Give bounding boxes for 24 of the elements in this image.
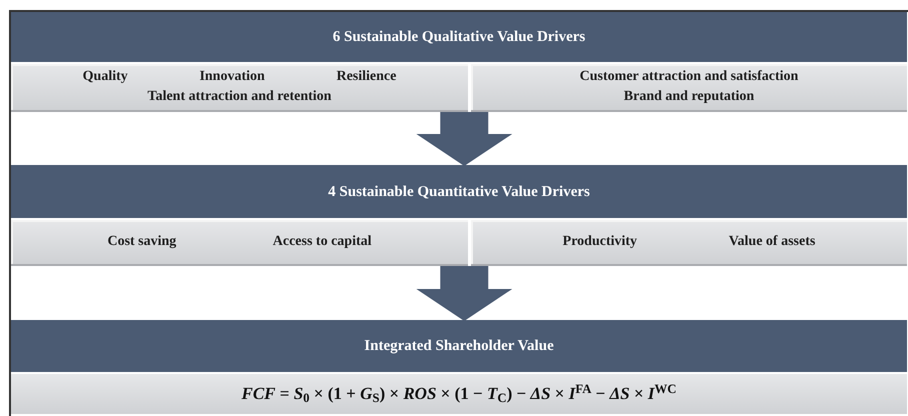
band-title: Integrated Shareholder Value	[364, 337, 554, 356]
driver-label: Productivity	[562, 233, 638, 251]
driver-label: Customer attraction and satisfaction	[580, 68, 798, 86]
driver-label: Resilience	[336, 68, 396, 86]
block-arrow	[416, 266, 512, 321]
driver-label: Brand and reputation	[624, 88, 754, 106]
block-arrow	[416, 112, 512, 166]
header-band	[11, 12, 907, 62]
header-band	[11, 165, 907, 218]
driver-label: Value of assets	[728, 233, 816, 251]
driver-panel	[471, 64, 907, 112]
band-title: 6 Sustainable Qualitative Value Drivers	[332, 28, 586, 47]
driver-label: Cost saving	[107, 233, 176, 251]
driver-label: Talent attraction and retention	[148, 88, 332, 106]
driver-panel	[11, 220, 468, 266]
driver-label: Innovation	[199, 68, 265, 86]
formula-panel	[11, 374, 907, 414]
band-title: 4 Sustainable Quantitative Value Drivers	[328, 182, 590, 202]
driver-panel	[11, 64, 468, 112]
driver-label: Quality	[82, 68, 128, 86]
header-band	[11, 320, 907, 372]
driver-panel	[471, 220, 907, 266]
formula-text: FCF = S$_{0}$ × (1 + G$_{S}$) × ROS × (1 − T$_{C}$) − ΔS × I$^{FA}$ − ΔS × I$^{WC}$	[241, 384, 677, 404]
driver-label: Access to capital	[272, 233, 372, 251]
